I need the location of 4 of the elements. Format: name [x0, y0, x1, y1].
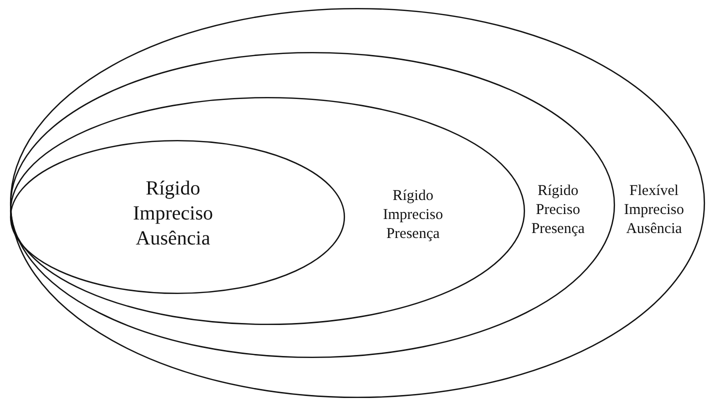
node-label: Flexível Impreciso Ausência	[624, 182, 684, 238]
node-label: Rígido Impreciso Ausência	[133, 176, 213, 252]
node-label: Rígido Impreciso Presença	[383, 186, 443, 244]
node-label: Rígido Preciso Presença	[531, 182, 585, 238]
